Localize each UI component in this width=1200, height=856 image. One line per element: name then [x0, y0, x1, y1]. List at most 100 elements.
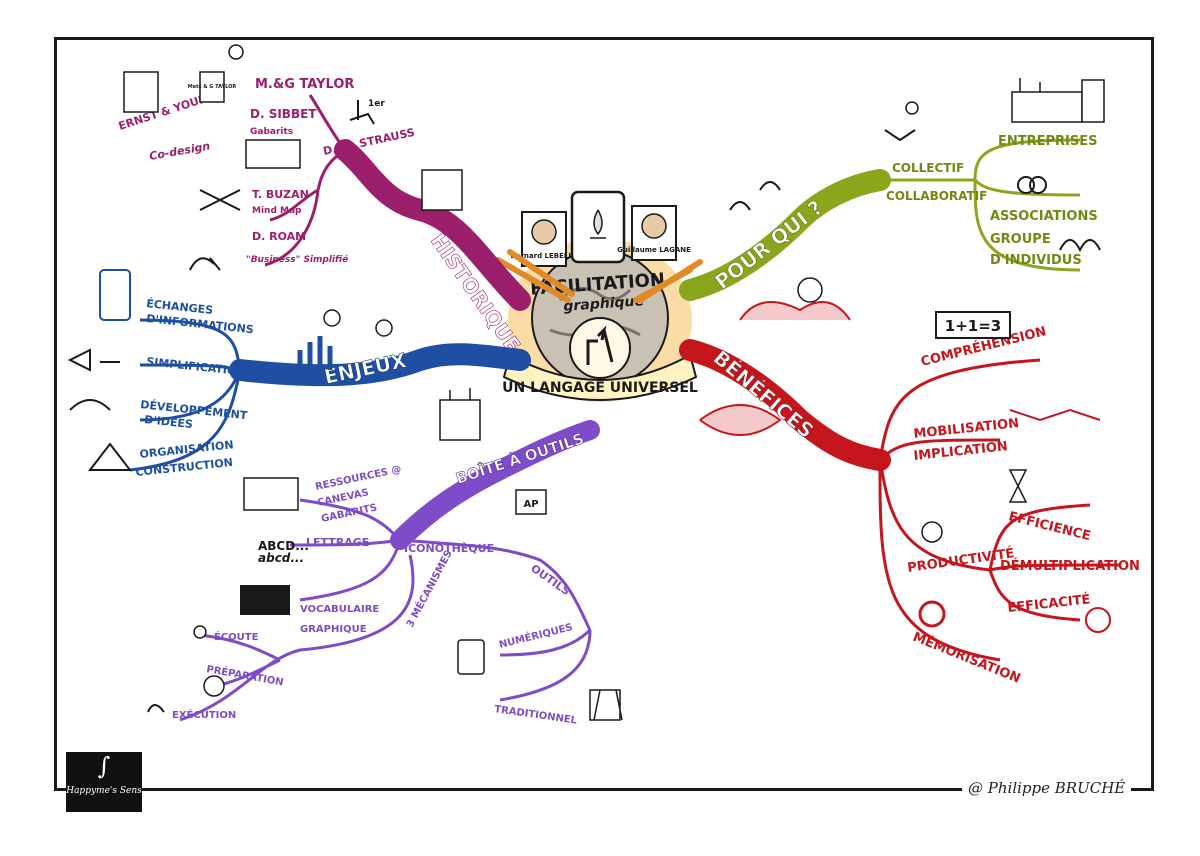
ben-memorisation: MÉMORISATION — [911, 629, 1023, 687]
boite-vocabulaire: VOCABULAIRE — [300, 604, 379, 615]
gabarit-sheet-icon — [245, 139, 301, 169]
simplification-icon — [67, 348, 120, 372]
boite-subbranches — [179, 498, 592, 722]
hand-execution-icon — [147, 704, 165, 713]
portrait-right-icon — [641, 213, 667, 239]
people-question-icon — [729, 181, 781, 211]
mindmap-doodle-icon — [199, 189, 241, 211]
factory-icon — [1011, 78, 1083, 123]
easel-traditional-icon — [589, 689, 623, 721]
toolbox-icon — [439, 388, 481, 441]
hist-gabarits: Gabarits — [250, 127, 293, 137]
ben-mobilisation: MOBILISATION — [913, 416, 1020, 442]
benefices-subbranches — [878, 358, 1121, 662]
hist-strauss: D.&P. STRAUSS — [322, 126, 416, 158]
boite-ecoute: ÉCOUTE — [214, 630, 259, 643]
portrait-right-frame — [631, 205, 677, 261]
historique-subbranches — [264, 94, 347, 267]
growth-bars-icon — [297, 336, 333, 370]
podium-icon — [349, 100, 375, 125]
happymes-sens-logo: ∫ Happyme's Sens — [66, 752, 142, 812]
center-banner: UN LANGAGE UNIVERSEL — [502, 380, 698, 396]
branch-benefices: BÉNÉFICES COMPRÉHENSION MOBILISATION IMP… — [679, 277, 1140, 687]
hist-buzan: T. BUZAN — [252, 188, 309, 201]
brain-meditation-icon — [699, 404, 782, 436]
portrait-right-name: Guillaume LAGANE — [617, 246, 691, 254]
benefices-trunk — [679, 339, 891, 471]
portrait-left-name: Bernard LEBELLE — [510, 252, 577, 260]
vocabulary-icon — [240, 585, 290, 615]
hist-mindmap: Mind Map — [252, 206, 302, 216]
tablet-drawing — [590, 209, 606, 239]
branch-enjeux: ENJEUX ÉCHANGES D'INFORMATIONS SIMPLIFIC… — [67, 269, 531, 479]
pourquoi-trunk — [679, 169, 891, 301]
idea-bulb-icon — [905, 101, 919, 115]
facilitator-icon — [586, 325, 614, 365]
pq-groupe: GROUPE — [990, 232, 1051, 247]
enj-idees: D'IDÉES — [144, 413, 194, 431]
boite-iconotheque: ICONOTHÈQUE — [404, 542, 494, 555]
roam-person-icon — [189, 257, 221, 271]
development-icon — [69, 399, 111, 411]
boite-traditionnel: TRADITIONNEL — [494, 704, 579, 727]
hourglass-icon — [1008, 469, 1028, 503]
hist-roam: D. ROAM — [252, 230, 306, 243]
building-icon — [1081, 79, 1105, 123]
marker-pens-icon — [495, 249, 703, 303]
chain-icon — [1017, 176, 1048, 194]
lettrage-sample-lower: abcd... — [258, 551, 304, 565]
ap-tablet-text: AP — [523, 499, 538, 510]
group-people-icon — [1059, 239, 1101, 253]
boite-lettrage: LETTRAGE — [306, 536, 369, 549]
handshake-icon — [884, 129, 916, 142]
pourquoi-subbranches — [880, 138, 1081, 272]
pq-collaboratif: COLLABORATIF — [886, 189, 987, 203]
ear-icon — [193, 625, 207, 639]
memory-head-icon — [918, 600, 946, 628]
euro-icon — [375, 319, 393, 337]
boite-graphique: GRAPHIQUE — [300, 624, 367, 635]
enj-simplification: SIMPLIFICATION — [146, 355, 246, 378]
logo-mark-icon: ∫ — [97, 752, 111, 780]
strong-brain-icon — [739, 301, 851, 321]
historique-trunk — [334, 139, 531, 311]
pq-collectif: COLLECTIF — [892, 161, 964, 175]
historique-scene-icon — [421, 169, 463, 211]
banner-ribbon — [502, 353, 698, 401]
ernst-building-icon — [123, 71, 159, 113]
hist-sibbet: D. SIBBET — [250, 107, 317, 121]
enjeux-trunk — [229, 343, 531, 387]
pq-associations: ASSOCIATIONS — [990, 209, 1098, 224]
branch-pourquoi: POUR QUI ? COLLECTIF COLLABORATIF ENTREP… — [679, 78, 1105, 301]
center-node: Bernard LEBELLE Guillaume LAGANE FACILIT… — [495, 190, 703, 402]
pq-entreprises: ENTREPRISES — [998, 134, 1098, 149]
taylor-board-icon — [199, 71, 225, 103]
hist-codesign: Co-design — [148, 139, 211, 163]
hist-business-simplifie: "Business" Simplifié — [246, 254, 348, 265]
author-credit: @ Philippe BRUCHÉ — [962, 779, 1132, 797]
hist-taylor: M.&G TAYLOR — [255, 77, 354, 92]
lightbulb-icon — [228, 44, 244, 60]
benefit-bulb-icon — [797, 277, 823, 303]
podium-first-text: 1er — [368, 99, 385, 109]
easel-circle — [569, 317, 631, 379]
ben-efficience: EFFICIENCE — [1007, 509, 1092, 544]
boite-execution: EXÉCUTION — [172, 708, 236, 721]
logo-brand-text: Happyme's Sens — [66, 786, 142, 796]
lettrage-sample-upper: ABCD... — [258, 539, 309, 553]
team-pulling-icon — [1009, 408, 1101, 422]
pyramid-icon — [87, 442, 133, 471]
taylor-board-text: Mets & G TAYLOR — [188, 84, 237, 90]
equation-text: 1+1=3 — [945, 317, 1001, 335]
center-subtitle: graphique — [563, 293, 645, 315]
info-exchange-icon — [99, 269, 131, 321]
stopwatch-icon — [1085, 607, 1111, 633]
equation-board — [935, 311, 1011, 339]
brain-prep-icon — [203, 675, 225, 697]
portrait-left-icon — [531, 219, 557, 245]
tablet-digital-icon — [457, 639, 485, 675]
ap-tablet-icon — [515, 489, 547, 515]
enjeux-subbranches — [129, 318, 242, 472]
